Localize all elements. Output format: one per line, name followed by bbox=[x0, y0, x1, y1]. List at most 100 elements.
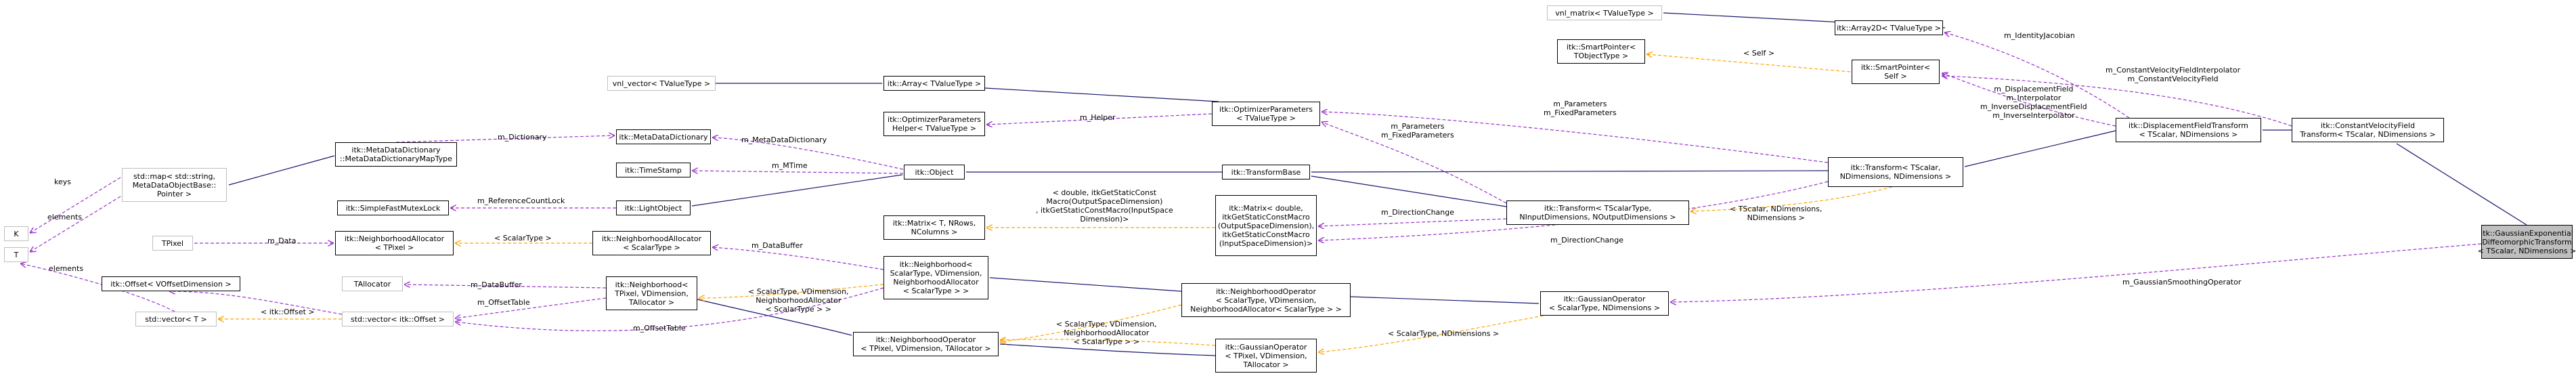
node-text-line: itk::TransformBase bbox=[1231, 167, 1301, 177]
node-text-line: itk::LightObject bbox=[624, 203, 682, 213]
edge-label-itk-offset-template: < itk::Offset > bbox=[261, 308, 315, 316]
node-neighborhood-allocator-scalar[interactable]: itk::NeighborhoodAllocator< ScalarType > bbox=[592, 231, 711, 255]
node-neighborhood-allocator-tpixel[interactable]: itk::NeighborhoodAllocator< TPixel > bbox=[335, 231, 454, 255]
node-text-line: itk::Object bbox=[915, 167, 954, 177]
node-text-line: T bbox=[14, 250, 19, 259]
node-t[interactable]: T bbox=[4, 247, 28, 262]
node-text-line: TPixel, VDimension, bbox=[615, 289, 689, 298]
node-simple-fast-mutex[interactable]: itk::SimpleFastMutexLock bbox=[337, 200, 449, 215]
edge-label-text-line: keys bbox=[54, 177, 71, 186]
edge-label-text-line: m_ConstantVelocityFieldInterpolator bbox=[2105, 66, 2241, 75]
node-text-line: itk::OptimizerParameters bbox=[888, 115, 981, 124]
node-smart-pointer-self[interactable]: itk::SmartPointer<Self > bbox=[1852, 60, 1940, 84]
edge-label-text-line: < Self > bbox=[1743, 49, 1775, 58]
node-transform-scalar[interactable]: itk::Transform< TScalar,NDimensions, NDi… bbox=[1828, 157, 1963, 187]
edge-use bbox=[455, 287, 884, 331]
edge-template bbox=[1000, 304, 1182, 342]
edge-label-gaussian-operator-template: < ScalarType, NDimensions > bbox=[1388, 329, 1499, 338]
edge-label-m-metadata-dictionary: m_MetaDataDictionary bbox=[741, 135, 827, 144]
edge-label-m-gaussian-smoothing-operator: m_GaussianSmoothingOperator bbox=[2122, 278, 2241, 287]
edge-label-text-line: m_Data bbox=[267, 236, 297, 245]
node-text-line: Pointer > bbox=[156, 189, 192, 198]
node-neighborhood-operator-tpixel[interactable]: itk::NeighborhoodOperator< TPixel, VDime… bbox=[853, 332, 999, 356]
edge-label-m-data: m_Data bbox=[267, 236, 296, 245]
node-light-object[interactable]: itk::LightObject bbox=[616, 200, 691, 215]
node-metadata-dictionary[interactable]: itk::MetaDataDictionary bbox=[616, 129, 711, 144]
node-transform-base[interactable]: itk::TransformBase bbox=[1222, 165, 1310, 180]
edge-label-text-line: m_GaussianSmoothingOperator bbox=[2122, 278, 2242, 287]
edge-label-text-line: , itkGetStaticConstMacro(InputSpace bbox=[1036, 206, 1173, 215]
node-text-line: itk::GaussianOperator bbox=[1225, 342, 1307, 352]
edge-label-text-line: m_Parameters bbox=[1553, 100, 1607, 108]
edge-use bbox=[1322, 122, 1507, 204]
node-vnl-matrix[interactable]: vnl_matrix< TValueType > bbox=[1547, 5, 1662, 20]
edge-label-text-line: m_DirectionChange bbox=[1381, 208, 1455, 217]
node-std-vector-t[interactable]: std::vector< T > bbox=[135, 312, 217, 326]
node-displacement-field-transform[interactable]: itk::DisplacementFieldTransform< TScalar… bbox=[2116, 118, 2261, 142]
node-text-line: itk::MetaDataDictionary bbox=[351, 146, 441, 154]
node-text-line: itk::DisplacementFieldTransform bbox=[2129, 121, 2248, 130]
node-tpixel[interactable]: TPixel bbox=[152, 236, 193, 251]
node-array2d[interactable]: itk::Array2D< TValueType > bbox=[1835, 20, 1943, 35]
node-neighborhood-scalar[interactable]: itk::Neighborhood<ScalarType, VDimension… bbox=[883, 256, 988, 299]
edge-label-text-line: < double, itkGetStaticConst bbox=[1052, 188, 1157, 197]
node-text-line: TObjectType > bbox=[1573, 51, 1629, 60]
edge-inherit bbox=[2396, 143, 2527, 226]
node-smart-pointer-t[interactable]: itk::SmartPointer<TObjectType > bbox=[1557, 39, 1645, 64]
node-tallocator[interactable]: TAllocator bbox=[342, 276, 403, 291]
node-vnl-vector[interactable]: vnl_vector< TValueType > bbox=[607, 76, 716, 91]
edge-inherit bbox=[691, 174, 903, 207]
node-text-line: itk::NeighborhoodOperator bbox=[1216, 287, 1316, 296]
node-text-line: K bbox=[14, 229, 19, 238]
node-text-line: itkGetStaticConstMacro bbox=[1222, 230, 1310, 239]
node-neighborhood-tpixel[interactable]: itk::Neighborhood<TPixel, VDimension,TAl… bbox=[606, 276, 697, 310]
edge-label-elements-vector: elements bbox=[49, 264, 83, 273]
node-gaussian-operator-scalar[interactable]: itk::GaussianOperator< ScalarType, NDime… bbox=[1540, 291, 1669, 316]
node-optimizer-parameters[interactable]: itk::OptimizerParameters< TValueType > bbox=[1212, 102, 1320, 126]
node-timestamp[interactable]: itk::TimeStamp bbox=[616, 163, 691, 177]
edge-inherit bbox=[984, 87, 1219, 102]
node-gaussian-operator-tpixel[interactable]: itk::GaussianOperator< TPixel, VDimensio… bbox=[1215, 339, 1317, 373]
node-text-line: itk::GaussianExponential bbox=[2481, 228, 2573, 238]
node-std-map[interactable]: std::map< std::string,MetaDataObjectBase… bbox=[122, 168, 227, 202]
node-text-line: TAllocator bbox=[353, 279, 391, 289]
node-text-line: itk::Offset< VOffsetDimension > bbox=[110, 279, 232, 289]
node-matrix-n[interactable]: itk::Matrix< T, NRows,NColumns > bbox=[883, 215, 985, 240]
edge-label-elements-map: elements bbox=[47, 213, 82, 221]
node-text-line: itk::Neighborhood< bbox=[899, 260, 973, 269]
node-text-line: TAllocator > bbox=[1243, 360, 1289, 369]
edge-label-text-line: NeighborhoodAllocator bbox=[756, 296, 842, 305]
node-k[interactable]: K bbox=[4, 226, 28, 241]
node-object[interactable]: itk::Object bbox=[904, 165, 965, 180]
node-neighborhood-operator-scalar[interactable]: itk::NeighborhoodOperator< ScalarType, V… bbox=[1181, 283, 1351, 317]
edge-inherit bbox=[1350, 296, 1540, 304]
edge-label-m-data-buffer: m_DataBuffer bbox=[751, 241, 803, 250]
node-array[interactable]: itk::Array< TValueType > bbox=[883, 76, 985, 91]
edge-label-transform-template: < TScalar, NDimensions,NDimensions > bbox=[1730, 205, 1822, 222]
edge-inherit bbox=[999, 343, 1216, 356]
edge-label-m-data-buffer-tpixel: m_DataBuffer bbox=[471, 280, 522, 289]
edge-label-text-line: < itk::Offset > bbox=[261, 308, 315, 316]
node-text-line: std::vector< itk::Offset > bbox=[351, 314, 445, 324]
edge-label-m-direction-change-generic: m_DirectionChange bbox=[1381, 208, 1454, 217]
node-transform-generic[interactable]: itk::Transform< TScalarType,NInputDimens… bbox=[1506, 200, 1689, 225]
node-text-line: NInputDimensions, NOutputDimensions > bbox=[1519, 213, 1676, 221]
node-std-vector-offset[interactable]: std::vector< itk::Offset > bbox=[342, 312, 454, 326]
edge-label-text-line: < ScalarType > > bbox=[765, 305, 832, 314]
node-text-line: NeighborhoodAllocator bbox=[893, 278, 979, 287]
node-matrix-double[interactable]: itk::Matrix< double,itkGetStaticConstMac… bbox=[1215, 195, 1317, 256]
edge-inherit bbox=[989, 277, 1182, 292]
node-text-line: TPixel bbox=[161, 238, 184, 248]
node-metadata-dictionary-map[interactable]: itk::MetaDataDictionary::MetaDataDiction… bbox=[335, 142, 457, 167]
node-text-line: itk::Transform< TScalarType, bbox=[1544, 204, 1652, 213]
edge-use bbox=[692, 171, 904, 173]
node-offset[interactable]: itk::Offset< VOffsetDimension > bbox=[102, 276, 240, 291]
edge-label-text-line: m_OffsetTable bbox=[477, 298, 530, 307]
node-text-line: std::map< std::string, bbox=[133, 171, 216, 181]
